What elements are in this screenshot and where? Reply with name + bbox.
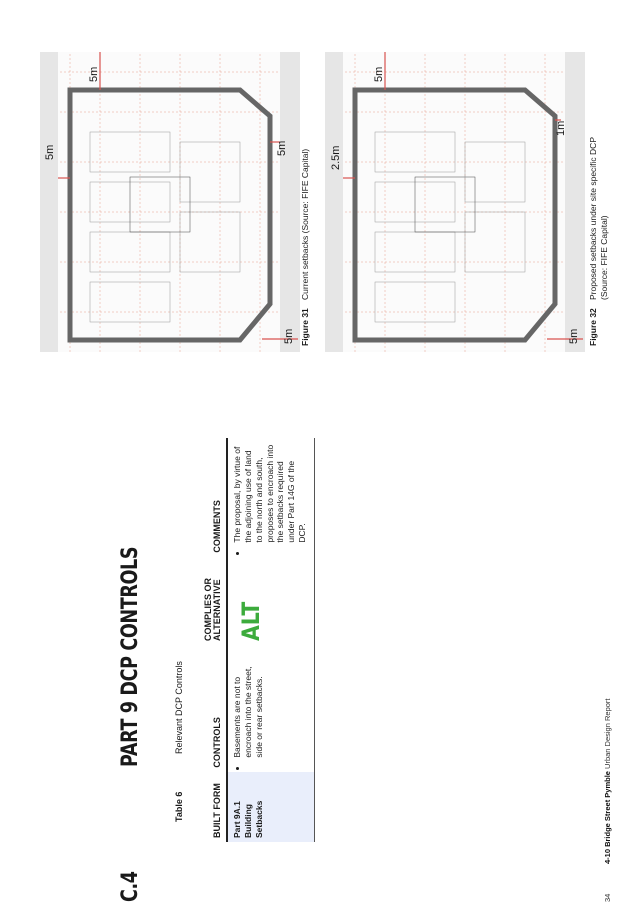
header-controls: CONTROLS bbox=[202, 645, 227, 772]
fig32-annotation-top: 2.5m bbox=[330, 145, 342, 170]
fig32-annotation-bottom: 1m bbox=[555, 120, 567, 136]
figure-31-site-plan bbox=[40, 52, 300, 352]
fig31-annotation-right: 5m bbox=[88, 66, 100, 82]
header-comments: COMMENTS bbox=[202, 438, 227, 557]
cell-comment: The proposal, by virtue of the adjoining… bbox=[226, 438, 315, 557]
section-heading: C.4 PART 9 DCP CONTROLS bbox=[118, 547, 143, 902]
figure-32-caption: Figure 32 Proposed setbacks under site sp… bbox=[588, 137, 610, 346]
cell-control: Basements are not to encroach into the s… bbox=[226, 645, 315, 772]
figure-31-caption-text: Current setbacks (Source: FIFE Capital) bbox=[300, 148, 310, 300]
header-built-form: BUILT FORM bbox=[202, 771, 227, 842]
footer-title-rest: Urban Design Report bbox=[603, 698, 612, 769]
fig31-annotation-top: 5m bbox=[44, 144, 56, 160]
figure-31-label: Figure 31 bbox=[300, 308, 310, 346]
section-title: PART 9 DCP CONTROLS bbox=[118, 546, 143, 767]
figure-32-site-plan bbox=[325, 52, 585, 352]
fig31-annotation-bottom: 5m bbox=[276, 140, 288, 156]
figure-31-caption: Figure 31 Current setbacks (Source: FIFE … bbox=[300, 149, 311, 346]
fig32-annotation-right: 5m bbox=[373, 66, 385, 82]
comment-bullet: The proposal, by virtue of the adjoining… bbox=[232, 442, 308, 543]
fig31-annotation-left: 5m bbox=[283, 328, 295, 344]
table-row: Part 9A.1 Building Setbacks Basements ar… bbox=[226, 438, 315, 842]
fig32-annotation-left: 5m bbox=[568, 328, 580, 344]
table-caption: Table 6 Relevant DCP Controls bbox=[174, 661, 184, 822]
figure-32-caption-line1: Proposed setbacks under site specific DC… bbox=[588, 137, 598, 300]
cell-complies: ALT bbox=[226, 556, 315, 646]
page-number: 34 bbox=[603, 893, 612, 902]
dcp-controls-table: BUILT FORM CONTROLS COMPLIES OR ALTERNAT… bbox=[202, 438, 315, 842]
header-complies: COMPLIES OR ALTERNATIVE bbox=[202, 556, 227, 646]
control-bullet: Basements are not to encroach into the s… bbox=[232, 649, 265, 757]
alt-badge: ALT bbox=[236, 601, 265, 642]
figure-32-caption-line2: (Source: FIFE Capital) bbox=[599, 215, 610, 300]
figure-32-label: Figure 32 bbox=[588, 308, 598, 346]
table-header-row: BUILT FORM CONTROLS COMPLIES OR ALTERNAT… bbox=[202, 438, 227, 842]
table-label: Table 6 bbox=[174, 791, 184, 822]
footer-title: 4-10 Bridge Street Pymble Urban Design R… bbox=[603, 699, 612, 865]
footer-title-bold: 4-10 Bridge Street Pymble bbox=[603, 771, 612, 864]
section-number: C.4 bbox=[118, 871, 143, 902]
cell-built-form: Part 9A.1 Building Setbacks bbox=[226, 771, 315, 842]
page-footer: 34 4-10 Bridge Street Pymble Urban Desig… bbox=[601, 402, 619, 902]
table-caption-text: Relevant DCP Controls bbox=[174, 661, 184, 754]
